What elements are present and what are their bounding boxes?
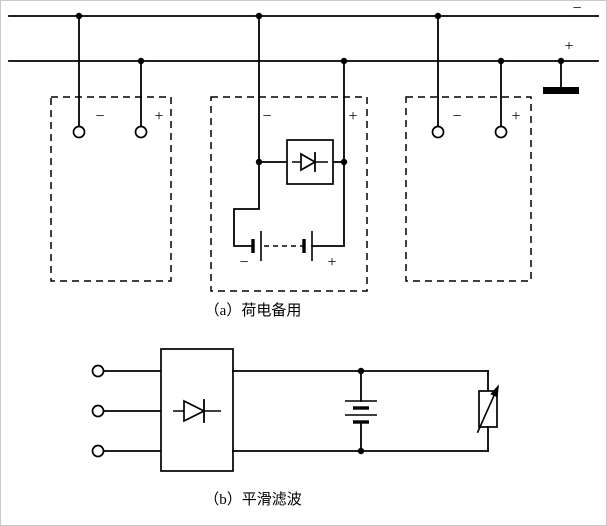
figure-a: − + − + [8,1,599,319]
battery-bank-symbol: − + [239,231,337,271]
polarity-label-minus: − [95,108,104,125]
arrow-head [490,384,499,398]
diode-triangle [300,152,317,172]
dashed-box-right [405,96,532,282]
bus-positive-polarity-label: + [564,38,573,55]
variable-arrow [476,384,499,434]
polarity-label-plus: + [511,108,520,125]
blocking-diode-symbol [286,139,334,185]
input-terminal-circle [91,364,105,378]
terminal-circle [72,125,86,139]
variable-resistor-symbol [476,370,499,452]
terminal-circle [431,125,445,139]
negative-branch-wire [233,15,260,247]
terminal-circle [494,125,508,139]
polarity-label-minus: − [262,108,271,125]
diode-triangle [183,399,206,423]
polarity-label-plus: + [154,108,163,125]
battery-unit-left: − + [50,12,172,282]
dashed-box-left [50,96,172,282]
positive-branch-wire [311,60,345,247]
caption-a: （a）荷电备用 [205,302,302,319]
polarity-label-plus: + [348,108,357,125]
caption-b: （b）平滑滤波 [204,491,302,508]
bus-negative-polarity-label: − [572,1,581,17]
rectifier-symbol [160,348,234,472]
figure-b: （b）平滑滤波 [91,348,499,508]
polarity-label-minus: − [452,108,461,125]
battery-minus-label: − [239,254,248,271]
terminal-circle [134,125,148,139]
battery-plus-label: + [327,254,336,271]
battery-symbol [345,370,377,452]
arrow-shaft [476,389,498,434]
ground-bar [543,87,579,94]
input-terminal-circle [91,444,105,458]
battery-unit-middle: − + − + [210,12,368,292]
battery-unit-right: − + [405,12,532,282]
input-terminal-circle [91,404,105,418]
dashed-box-middle [210,96,368,292]
ground-symbol [543,57,579,94]
